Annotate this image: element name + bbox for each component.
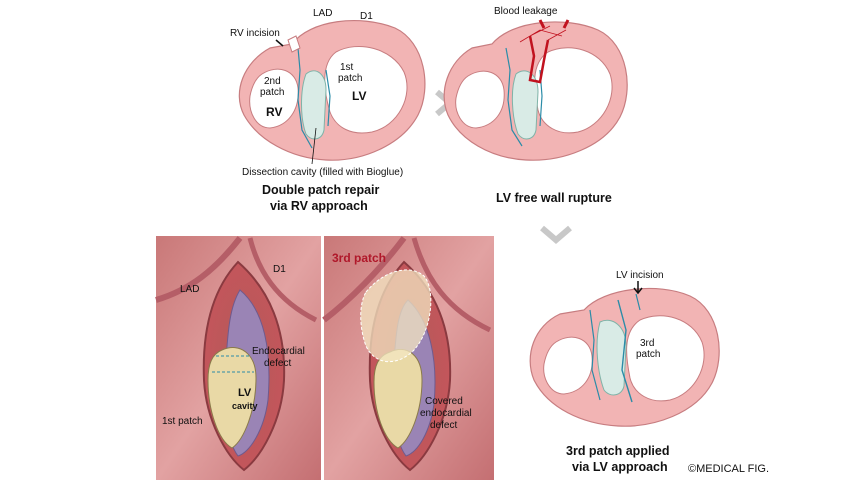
- label-lv-incision: LV incision: [616, 270, 664, 281]
- heart-cross-section-lv-approach: [529, 287, 720, 427]
- label-blood-leakage: Blood leakage: [494, 6, 558, 17]
- panel-surgical-view-endocardial-defect: LAD D1 Endocardial defect LV cavity 1st …: [155, 236, 321, 480]
- label-first-patch-1: 1st: [340, 62, 354, 73]
- label-third-patch-1: 3rd: [640, 338, 654, 349]
- label-covered-3: defect: [430, 420, 457, 431]
- label-d1: D1: [273, 264, 286, 275]
- label-lad: LAD: [313, 8, 332, 19]
- label-third-patch: 3rd patch: [332, 251, 386, 265]
- first-patch: [373, 349, 423, 449]
- heart-cross-section-rv-approach: [238, 19, 426, 161]
- leak-arrow-right: [562, 19, 570, 29]
- label-second-patch-2: patch: [260, 87, 284, 98]
- panel-third-patch-lv-approach: LV incision 3rd patch 3rd patch applied …: [529, 270, 720, 474]
- heart-cross-section-rupture: [443, 21, 628, 161]
- panel-double-patch-repair: LAD D1 RV incision 1st patch 2nd patch R…: [230, 8, 426, 213]
- label-rv: RV: [266, 105, 282, 119]
- label-first-patch-2: patch: [338, 73, 362, 84]
- caption-third-patch-1: 3rd patch applied: [566, 444, 670, 458]
- rv-incision-arrow: [275, 39, 284, 47]
- panel-surgical-view-third-patch: 3rd patch Covered endocardial defect: [322, 236, 494, 480]
- caption-double-patch-1: Double patch repair: [262, 183, 380, 197]
- panel-lv-free-wall-rupture: Blood leakage LV free wall rupture: [443, 6, 628, 205]
- label-d1: D1: [360, 11, 373, 22]
- label-second-patch-1: 2nd: [264, 76, 281, 87]
- suture-line: [589, 293, 641, 401]
- label-dissection-cavity: Dissection cavity (filled with Bioglue): [242, 167, 403, 178]
- caption-double-patch-2: via RV approach: [270, 199, 368, 213]
- label-covered-1: Covered: [425, 396, 463, 407]
- dissection-cavity: [596, 319, 627, 396]
- caption-third-patch-2: via LV approach: [572, 460, 668, 474]
- label-rv-incision: RV incision: [230, 28, 280, 39]
- rv-incision-notch: [287, 35, 301, 53]
- label-cavity: cavity: [232, 401, 258, 411]
- coronary-artery-lad: [155, 236, 243, 303]
- coronary-artery: [322, 236, 407, 323]
- third-patch-line: [617, 299, 633, 403]
- patch-suture: [212, 355, 254, 373]
- label-lv: LV: [352, 89, 366, 103]
- third-patch-overlay: [360, 269, 432, 363]
- label-endocardial-1: Endocardial: [252, 346, 305, 357]
- rupture-tract: [528, 35, 550, 84]
- lv-incision-arrow: [633, 281, 643, 295]
- label-third-patch-2: patch: [636, 349, 660, 360]
- coronary-artery-d1: [247, 237, 318, 323]
- dissection-leader: [311, 127, 317, 165]
- coronary-artery-branch: [411, 237, 492, 333]
- lv-cavity: [626, 315, 705, 402]
- first-patch-surgical: [207, 347, 257, 449]
- copyright-notice: ©MEDICAL FIG.: [688, 463, 769, 475]
- label-covered-2: endocardial: [420, 408, 472, 419]
- caption-rupture: LV free wall rupture: [496, 191, 612, 205]
- arrow-down-chevron: [540, 225, 572, 244]
- dissection-cavity: [301, 70, 327, 140]
- rv-cavity: [543, 336, 593, 395]
- rv-cavity: [455, 70, 505, 129]
- leak-arrow-left: [538, 19, 546, 29]
- label-lv: LV: [238, 387, 252, 399]
- label-lad: LAD: [180, 284, 199, 295]
- label-endocardial-2: defect: [264, 358, 291, 369]
- rv-cavity: [249, 68, 299, 129]
- suture-line: [297, 47, 331, 149]
- leak-veins: [519, 25, 567, 43]
- label-first-patch: 1st patch: [162, 416, 203, 427]
